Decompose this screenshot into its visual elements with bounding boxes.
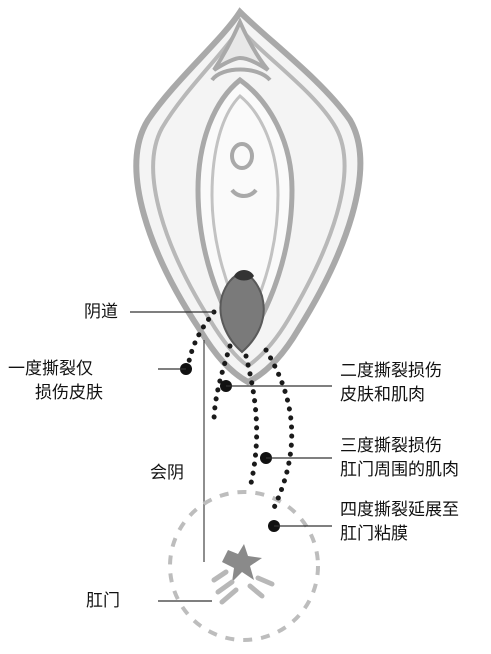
first-degree-label-line-2: 损伤皮肤 bbox=[35, 383, 103, 403]
third-degree-label-line-1: 三度撕裂损伤 bbox=[340, 436, 442, 456]
third-degree-label-line-2: 肛门周围的肌肉 bbox=[340, 460, 459, 480]
anal-sphincter-ring bbox=[168, 490, 320, 642]
first-degree-tear bbox=[185, 309, 217, 369]
second-degree-label-line-1: 二度撕裂损伤 bbox=[340, 361, 442, 381]
urethral-curve bbox=[230, 188, 258, 198]
second-degree-label: 二度撕裂损伤 皮肤和肌肉 bbox=[340, 359, 442, 407]
third-degree-label: 三度撕裂损伤 肛门周围的肌肉 bbox=[340, 434, 459, 482]
perineum-label: 会阴 bbox=[150, 463, 184, 483]
fourth-degree-label-line-2: 肛门粘膜 bbox=[340, 524, 408, 544]
fourth-degree-tear bbox=[263, 347, 295, 515]
anus-label: 肛门 bbox=[86, 591, 120, 611]
anus bbox=[222, 544, 262, 582]
vaginal-opening bbox=[219, 270, 265, 354]
vagina-label: 阴道 bbox=[84, 302, 118, 322]
third-degree-tear bbox=[243, 353, 260, 491]
vaginal-opening-shadow bbox=[234, 270, 254, 281]
clitoral-hood bbox=[212, 17, 270, 72]
first-degree-label: 一度撕裂仅 损伤皮肤 bbox=[8, 357, 103, 405]
clitoral-hood-fold bbox=[210, 67, 272, 82]
fourth-degree-label: 四度撕裂延展至 肛门粘膜 bbox=[340, 498, 459, 546]
urethral-opening bbox=[230, 142, 254, 170]
second-degree-label-line-2: 皮肤和肌肉 bbox=[340, 385, 425, 405]
first-degree-label-line-1: 一度撕裂仅 bbox=[8, 359, 93, 379]
second-degree-tear bbox=[211, 343, 233, 425]
anus-folds bbox=[211, 569, 275, 605]
fourth-degree-label-line-1: 四度撕裂延展至 bbox=[340, 500, 459, 520]
